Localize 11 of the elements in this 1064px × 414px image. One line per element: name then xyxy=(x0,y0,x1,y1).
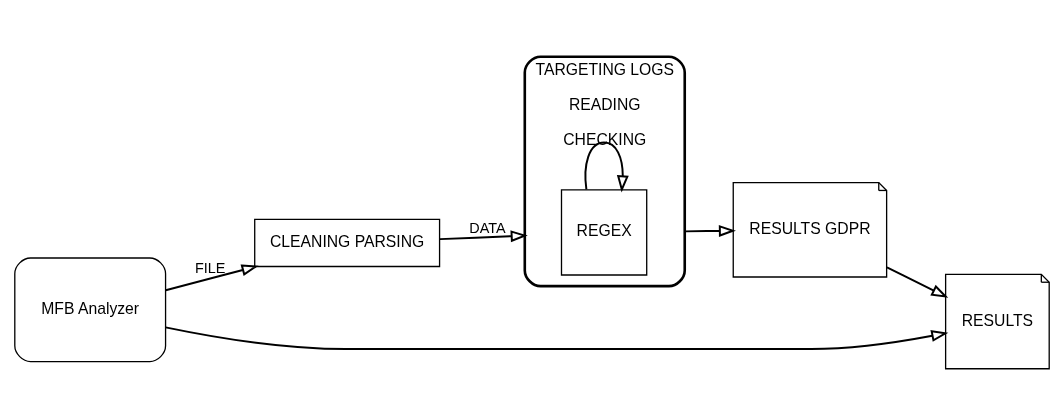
node-box: CLEANING PARSING xyxy=(254,218,441,267)
arrow xyxy=(164,263,259,291)
arrow xyxy=(164,325,949,350)
node-box: MFB Analyzer xyxy=(14,256,167,362)
node-box: REGEX xyxy=(560,188,648,276)
edge-label: FILE xyxy=(194,259,226,276)
arrow xyxy=(886,265,949,298)
arrow xyxy=(683,224,736,237)
arrow xyxy=(438,229,528,242)
arrow xyxy=(584,141,629,192)
edge-label: DATA xyxy=(469,219,506,236)
